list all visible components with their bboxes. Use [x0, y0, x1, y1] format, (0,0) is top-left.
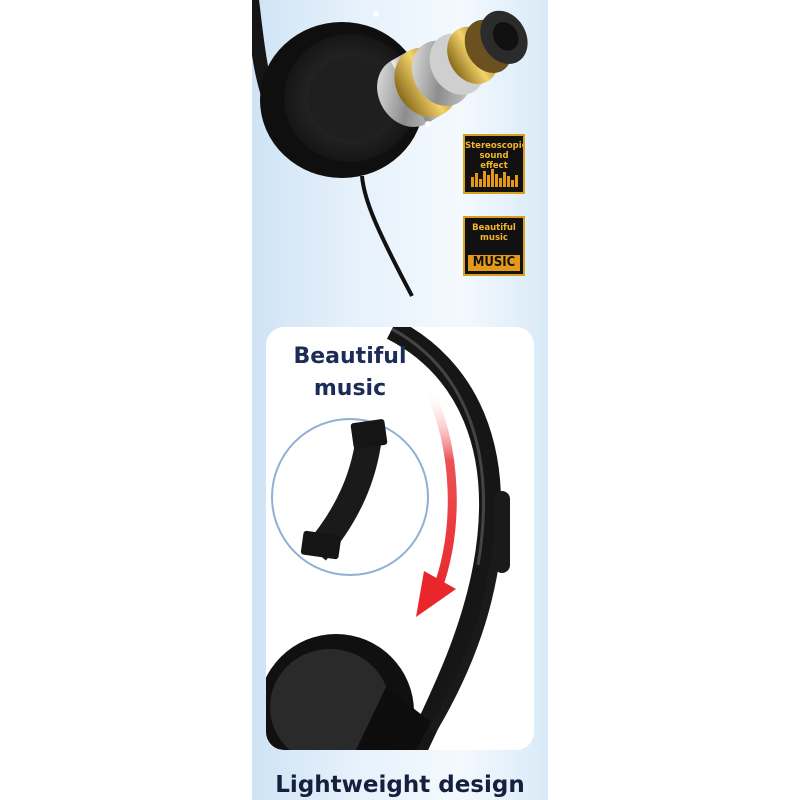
badge-music-line1: Beautiful	[472, 223, 516, 233]
card-title-line1: Beautiful	[293, 344, 407, 369]
badge-stereo-line1: Stereoscopic	[465, 141, 525, 151]
speaker-driver-illustration	[252, 0, 528, 297]
headband-feature-card: Beautiful music	[266, 327, 534, 750]
lightweight-design-heading: Lightweight design	[275, 772, 525, 798]
zoomed-headband-detail	[300, 419, 388, 561]
beautiful-music-badge: Beautiful music MUSIC	[463, 216, 525, 276]
badge-stereo-line2: sound effect	[479, 151, 509, 171]
product-image-strip: Stereoscopic sound effect Beautiful musi…	[252, 0, 548, 800]
stereoscopic-sound-badge: Stereoscopic sound effect	[463, 134, 525, 194]
equalizer-bars-icon	[471, 169, 518, 187]
badge-music-word: MUSIC	[468, 255, 520, 271]
card-title-line2: music	[313, 376, 387, 401]
card-title: Beautiful music	[266, 341, 434, 405]
headset-headband-illustration	[266, 327, 510, 750]
badge-music-line2: music	[480, 233, 508, 243]
